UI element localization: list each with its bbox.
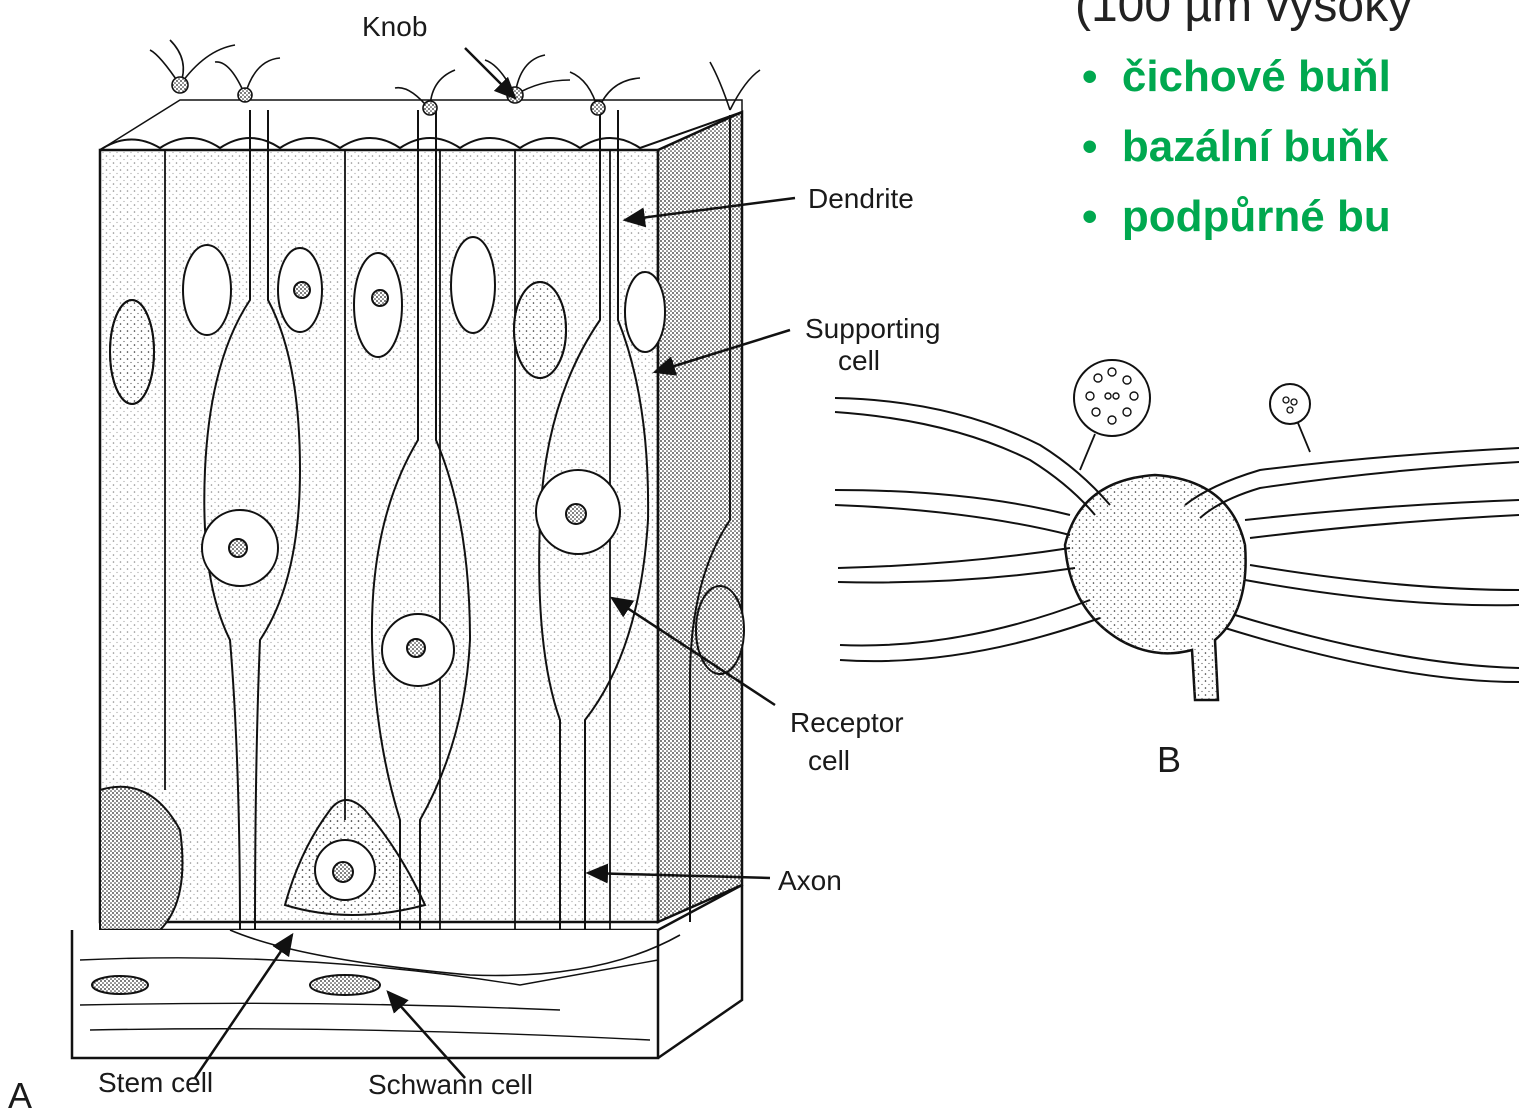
- olfactory-epithelium-drawing: [72, 40, 760, 1058]
- knob-cilia-drawing: [835, 360, 1519, 700]
- label-schwann-cell: Schwann cell: [368, 1069, 533, 1100]
- label-receptor-line2: cell: [808, 745, 850, 776]
- label-dendrite: Dendrite: [808, 183, 914, 214]
- knob-leader: [465, 48, 515, 98]
- label-axon: Axon: [778, 865, 842, 896]
- label-stem-cell: Stem cell: [98, 1067, 213, 1098]
- label-knob: Knob: [362, 11, 427, 42]
- olfactory-knobs: [150, 40, 760, 115]
- microvilli-border: [100, 112, 742, 150]
- panel-label-b: B: [1157, 739, 1181, 780]
- panel-label-a: A: [8, 1075, 32, 1112]
- schwann-cell-nucleus: [310, 975, 380, 995]
- cilium-cross-section-small: [1270, 384, 1310, 424]
- label-supporting-line2: cell: [838, 345, 880, 376]
- label-supporting-line1: Supporting: [805, 313, 940, 344]
- label-receptor-line1: Receptor: [790, 707, 904, 738]
